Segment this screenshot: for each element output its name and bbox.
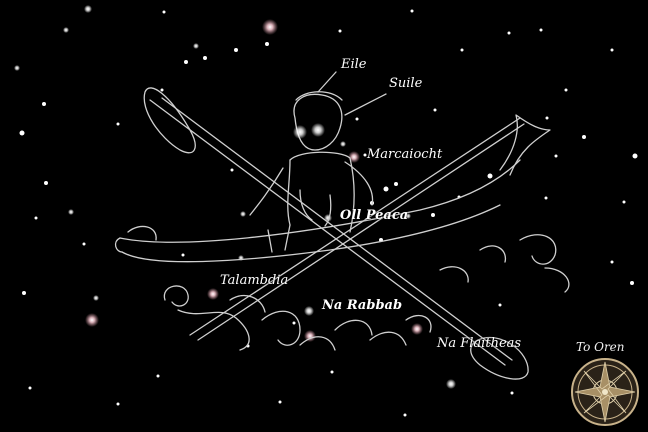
label-marcaiocht: Marcaiocht (367, 147, 443, 162)
compass-label: To Oren (576, 340, 625, 354)
constellation-figure (114, 71, 570, 380)
label-na-flaitheas: Na Flaitheas (437, 336, 522, 351)
label-oll-peaca: Oll Peaca (340, 208, 409, 223)
label-na-rabbab: Na Rabbab (322, 298, 403, 313)
label-eile: Eile (341, 57, 367, 72)
rider-eyes (293, 123, 325, 139)
compass-rose-icon[interactable] (571, 358, 639, 426)
label-suile: Suile (389, 76, 423, 91)
label-talambdia: Talambdia (220, 273, 289, 288)
